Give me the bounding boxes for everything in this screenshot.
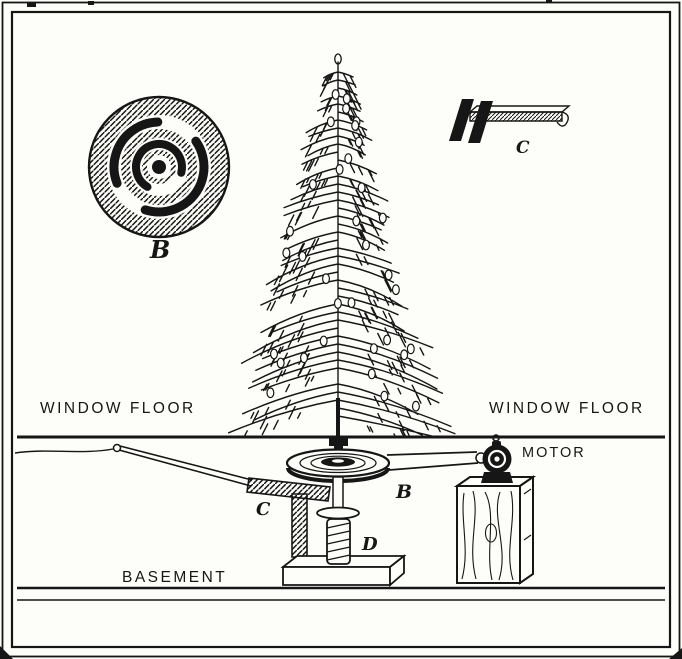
tree-ornament (344, 153, 353, 165)
motor-hook (492, 434, 500, 442)
tree-ornament (384, 269, 393, 281)
tree-ornament (351, 120, 360, 131)
tree-ornament (342, 103, 351, 114)
window-floor-label-left: WINDOW FLOOR (40, 400, 196, 417)
tree-ornament (378, 212, 387, 224)
tree-ornament (380, 390, 389, 402)
tree-ornament (300, 352, 309, 364)
brush-bar (468, 101, 493, 143)
tree-ornament (270, 348, 279, 360)
tree-ornament (298, 251, 307, 262)
tree-ornament (347, 297, 356, 309)
tree-ornament (319, 335, 328, 347)
worm-screw-label: D (361, 534, 378, 555)
drive-belt (386, 451, 479, 471)
brush-contact-detail (449, 99, 571, 143)
tree-ornament (400, 349, 409, 361)
wood-grain (461, 490, 514, 581)
base-block-front (282, 566, 391, 586)
basement-label: BASEMENT (122, 569, 227, 586)
window-floor-label-right: WINDOW FLOOR (489, 400, 645, 417)
tree-ornament (326, 116, 335, 128)
tree-ornament (308, 179, 317, 190)
tree-ornament (335, 163, 344, 175)
tree-branches (227, 61, 456, 437)
tree-ornament (286, 225, 295, 237)
shaft-flange (316, 506, 360, 520)
brush-arm-label: C (256, 499, 271, 520)
detail-brush-label: C (516, 138, 530, 158)
tree-ornament (391, 284, 400, 296)
pulley-disc-assembly (285, 438, 391, 565)
tree-ornament (352, 215, 361, 227)
motor-label: MOTOR (522, 445, 586, 461)
motor-pedestal (453, 475, 537, 585)
pulley-disc-label: B (395, 481, 412, 503)
tree-ornament (369, 343, 378, 355)
bracket-post (291, 493, 308, 558)
wood-knot (484, 523, 498, 543)
support-bracket (280, 493, 407, 587)
brush-bar (449, 99, 474, 141)
tree-ornament (406, 343, 415, 355)
christmas-tree (227, 53, 456, 437)
tree-ornament (331, 89, 340, 100)
tree-ornament (362, 239, 371, 251)
tree-ornament (276, 357, 285, 369)
tree-ornament (282, 247, 291, 259)
tree-ornament (354, 136, 363, 148)
tree-ornament (322, 273, 331, 285)
tree-ornament (411, 400, 420, 412)
motor-base (481, 472, 513, 483)
tree-ornament (266, 387, 275, 399)
detail-disc-label: B (149, 235, 170, 264)
tree-ornaments (266, 89, 420, 412)
tree-ornament (357, 182, 366, 194)
commutator-disc-detail (87, 95, 231, 239)
tree-ornament (383, 334, 392, 346)
brush-handle (246, 477, 331, 502)
tree-ornament (342, 93, 351, 105)
brush-wire (14, 448, 114, 454)
shaft-collar (329, 438, 348, 446)
base-block-side (389, 554, 405, 587)
tree-ornament (333, 298, 342, 309)
tree-ornament (367, 368, 376, 380)
brush-arm (14, 443, 331, 502)
motor (475, 434, 513, 483)
